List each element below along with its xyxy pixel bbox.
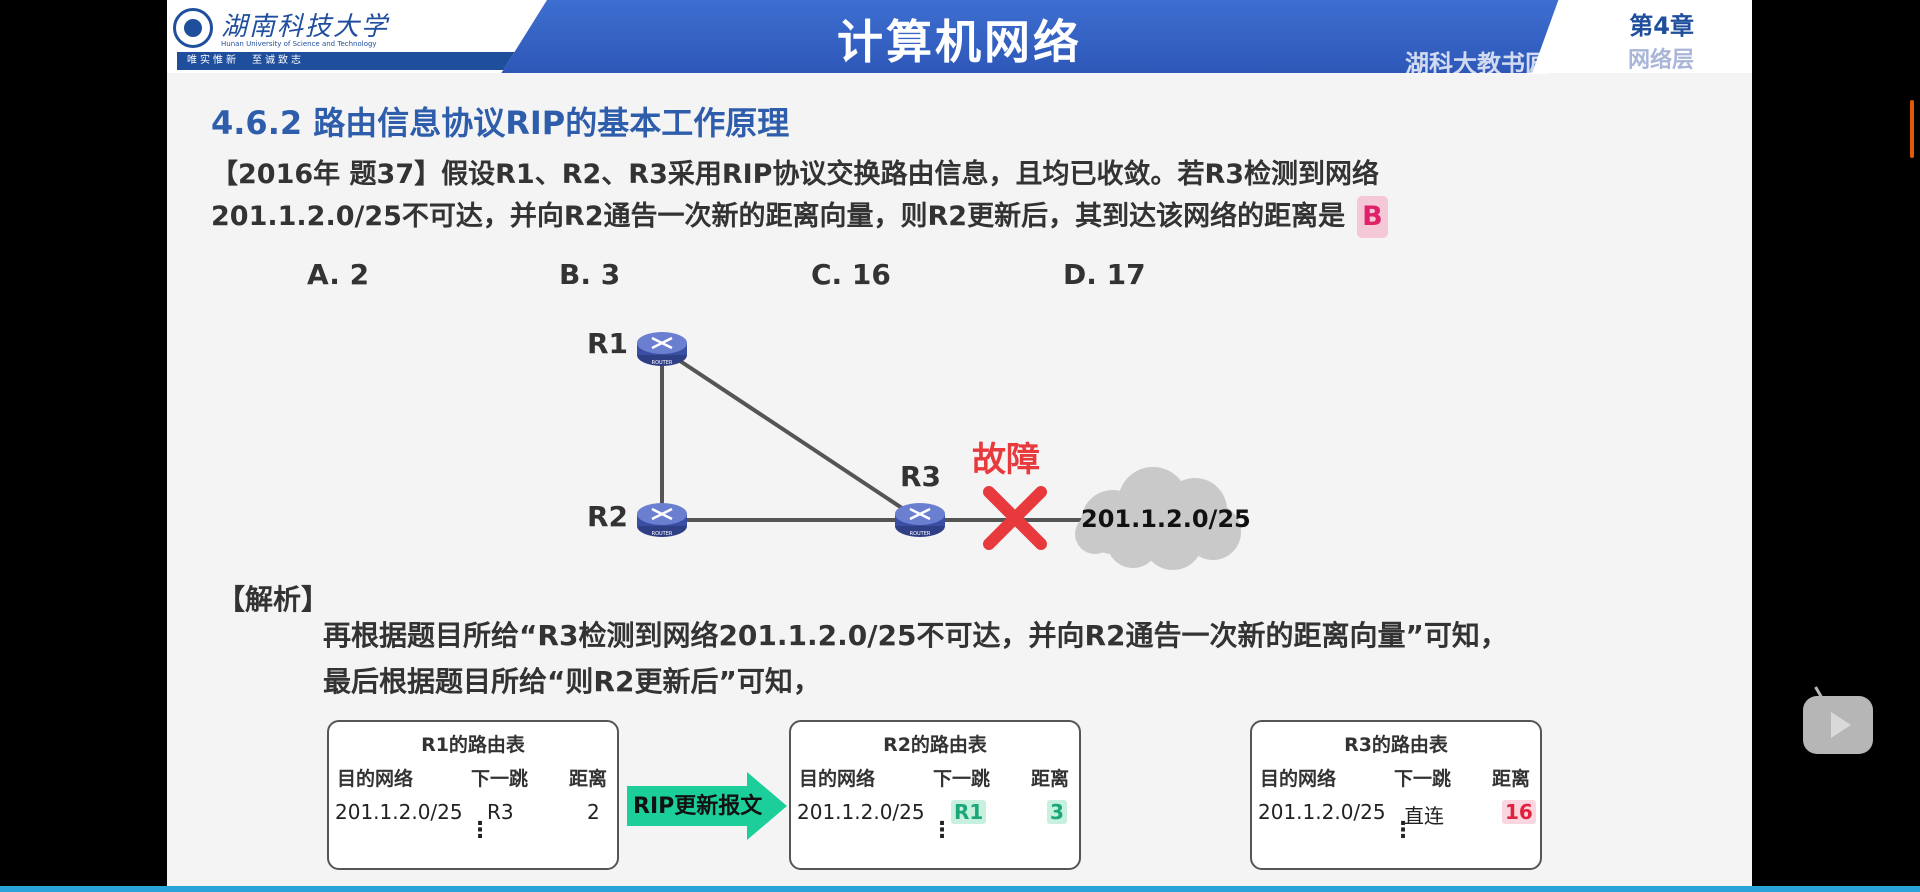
router-icon: ROUTER [895,503,945,537]
header-next-hop: 下一跳 [1394,768,1452,790]
watermark: 湖科大教书匠 [1405,50,1549,78]
router-icon: ROUTER [637,503,687,537]
analysis-heading: 【解析】 [217,583,330,616]
more-rows-icon: ⋮ [469,818,491,843]
option-b: B. 3 [559,258,621,291]
router-icon: ROUTER [637,332,687,366]
routing-table-r1: R1的路由表 目的网络 下一跳 距离 201.1.2.0/25 R3 2 ⋮ [327,720,619,870]
table-title: R2的路由表 [883,734,987,756]
routing-table-r2: R2的路由表 目的网络 下一跳 距离 201.1.2.0/25 R1 3 ⋮ [789,720,1081,870]
header-dest: 目的网络 [799,768,876,790]
question-line-1: 【2016年 题37】假设R1、R2、R3采用RIP协议交换路由信息，且均已收敛… [211,159,1380,190]
header-next-hop: 下一跳 [933,768,991,790]
cell-dest: 201.1.2.0/25 [797,800,925,824]
router-badge: ROUTER [652,360,673,366]
table-title: R3的路由表 [1344,734,1448,756]
router-badge: ROUTER [910,531,931,537]
course-title: 计算机网络 [837,15,1082,69]
header-distance: 距离 [1492,768,1531,790]
fault-x-icon [983,486,1047,550]
router-label-r2: R2 [587,500,629,533]
section-title: 4.6.2 路由信息协议RIP的基本工作原理 [211,104,790,142]
logo-cn-text: 湖南科技大学 [221,12,390,42]
routing-table-r3: R3的路由表 目的网络 下一跳 距离 201.1.2.0/25 直连 16 ⋮ [1250,720,1542,870]
analysis-line-2: 最后根据题目所给“则R2更新后”可知， [323,665,821,698]
header-dest: 目的网络 [1260,768,1337,790]
arrow-icon [627,772,787,840]
video-progress-bar[interactable] [0,886,1920,892]
header-next-hop: 下一跳 [471,768,529,790]
cell-next-hop: R3 [487,800,514,824]
router-badge: ROUTER [652,531,673,537]
router-label-r1: R1 [587,327,629,360]
fault-label: 故障 [972,440,1040,480]
cell-next-hop: 直连 [1404,804,1444,828]
arrow-label: RIP更新报文 [633,794,763,819]
answer-badge: B [1357,196,1388,238]
topology-links [660,347,1097,522]
option-a: A. 2 [307,258,370,291]
play-icon[interactable] [1803,696,1873,754]
cell-distance: 2 [587,800,600,824]
university-logo: 湖南科技大学 Hunan University of Science and T… [167,0,547,73]
question-line-2-text: 201.1.2.0/25不可达，并向R2通告一次新的距离向量，则R2更新后，其到… [211,201,1346,232]
option-c: C. 16 [811,258,891,291]
analysis-line-1: 再根据题目所给“R3检测到网络201.1.2.0/25不可达，并向R2通告一次新… [323,619,1508,652]
logo-motto: 唯实惟新 至诚致志 [177,52,517,70]
network-address: 201.1.2.0/25 [1081,505,1251,533]
more-rows-icon: ⋮ [931,818,953,843]
link-r1-r3 [660,347,922,522]
scrollbar[interactable] [1910,100,1914,158]
chapter-label: 第4章 [1629,12,1694,40]
university-emblem-icon [173,8,213,48]
question-text: 【2016年 题37】假设R1、R2、R3采用RIP协议交换路由信息，且均已收敛… [211,154,1388,238]
cell-distance: 16 [1502,800,1536,824]
cell-distance: 3 [1047,800,1067,824]
more-rows-icon: ⋮ [1392,818,1414,843]
logo-en-text: Hunan University of Science and Technolo… [221,40,377,48]
header-dest: 目的网络 [337,768,414,790]
chapter-sub-label: 网络层 [1627,48,1694,73]
cloud-icon [1075,467,1241,570]
router-label-r3: R3 [900,460,942,493]
header-distance: 距离 [1031,768,1070,790]
cell-next-hop: R1 [951,800,987,824]
cell-dest: 201.1.2.0/25 [1258,800,1386,824]
option-d: D. 17 [1063,258,1146,291]
table-title: R1的路由表 [421,734,525,756]
question-line-2: 201.1.2.0/25不可达，并向R2通告一次新的距离向量，则R2更新后，其到… [211,196,1388,238]
slide: 湖南科技大学 Hunan University of Science and T… [167,0,1752,892]
chapter-panel [1532,0,1752,73]
header-distance: 距离 [569,768,608,790]
cell-dest: 201.1.2.0/25 [335,800,463,824]
